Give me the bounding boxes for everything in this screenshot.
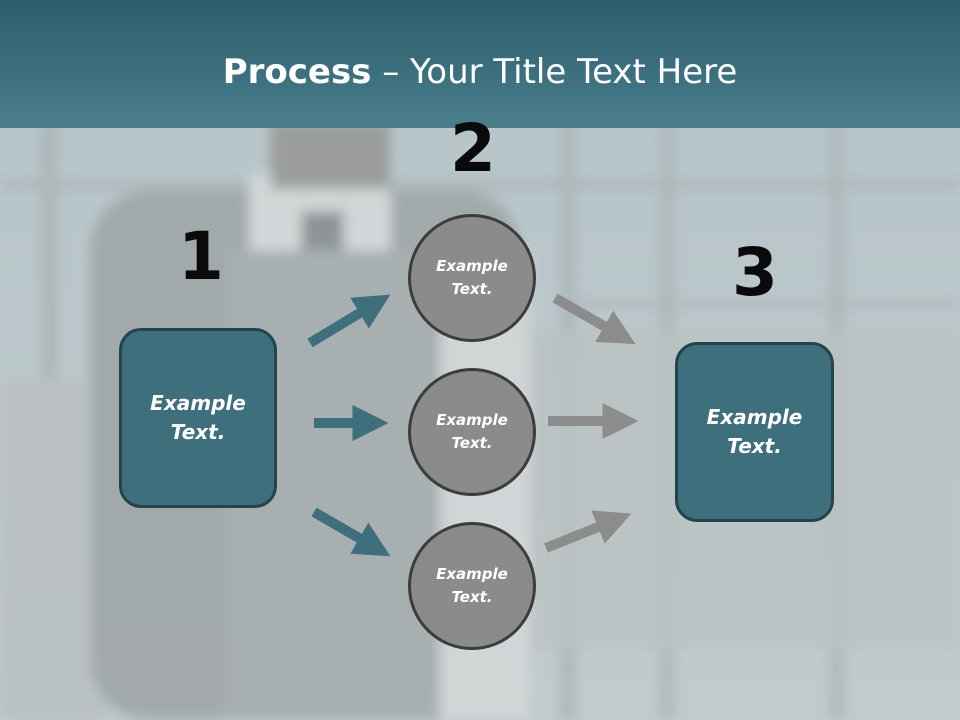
step-1-number: 1 [178,218,224,295]
title-rest: – Your Title Text Here [371,52,738,92]
arrow-1-to-2a [307,294,391,348]
step-3-number: 3 [732,234,778,311]
step-1-text: Example Text. [150,391,246,444]
step-2-circle-1: Example Text. [408,214,536,342]
arrow-1-to-2c [311,507,391,557]
slide-title: Process – Your Title Text Here [0,52,960,92]
title-band [0,0,960,128]
step-3-box: Example Text. [675,342,834,522]
step-2-circle-2: Example Text. [408,368,536,496]
title-bold: Process [222,52,372,92]
arrow-2c-to-3 [544,510,632,553]
step-3-text: Example Text. [706,405,803,458]
step-2-circle-3-text: Example Text. [436,565,508,606]
step-2-circle-3: Example Text. [408,522,536,650]
step-2-number: 2 [450,110,496,187]
step-1-box: Example Text. [119,328,277,508]
step-2-circle-2-text: Example Text. [436,411,508,452]
arrow-2a-to-3 [552,293,636,345]
step-2-circle-1-text: Example Text. [436,257,508,298]
